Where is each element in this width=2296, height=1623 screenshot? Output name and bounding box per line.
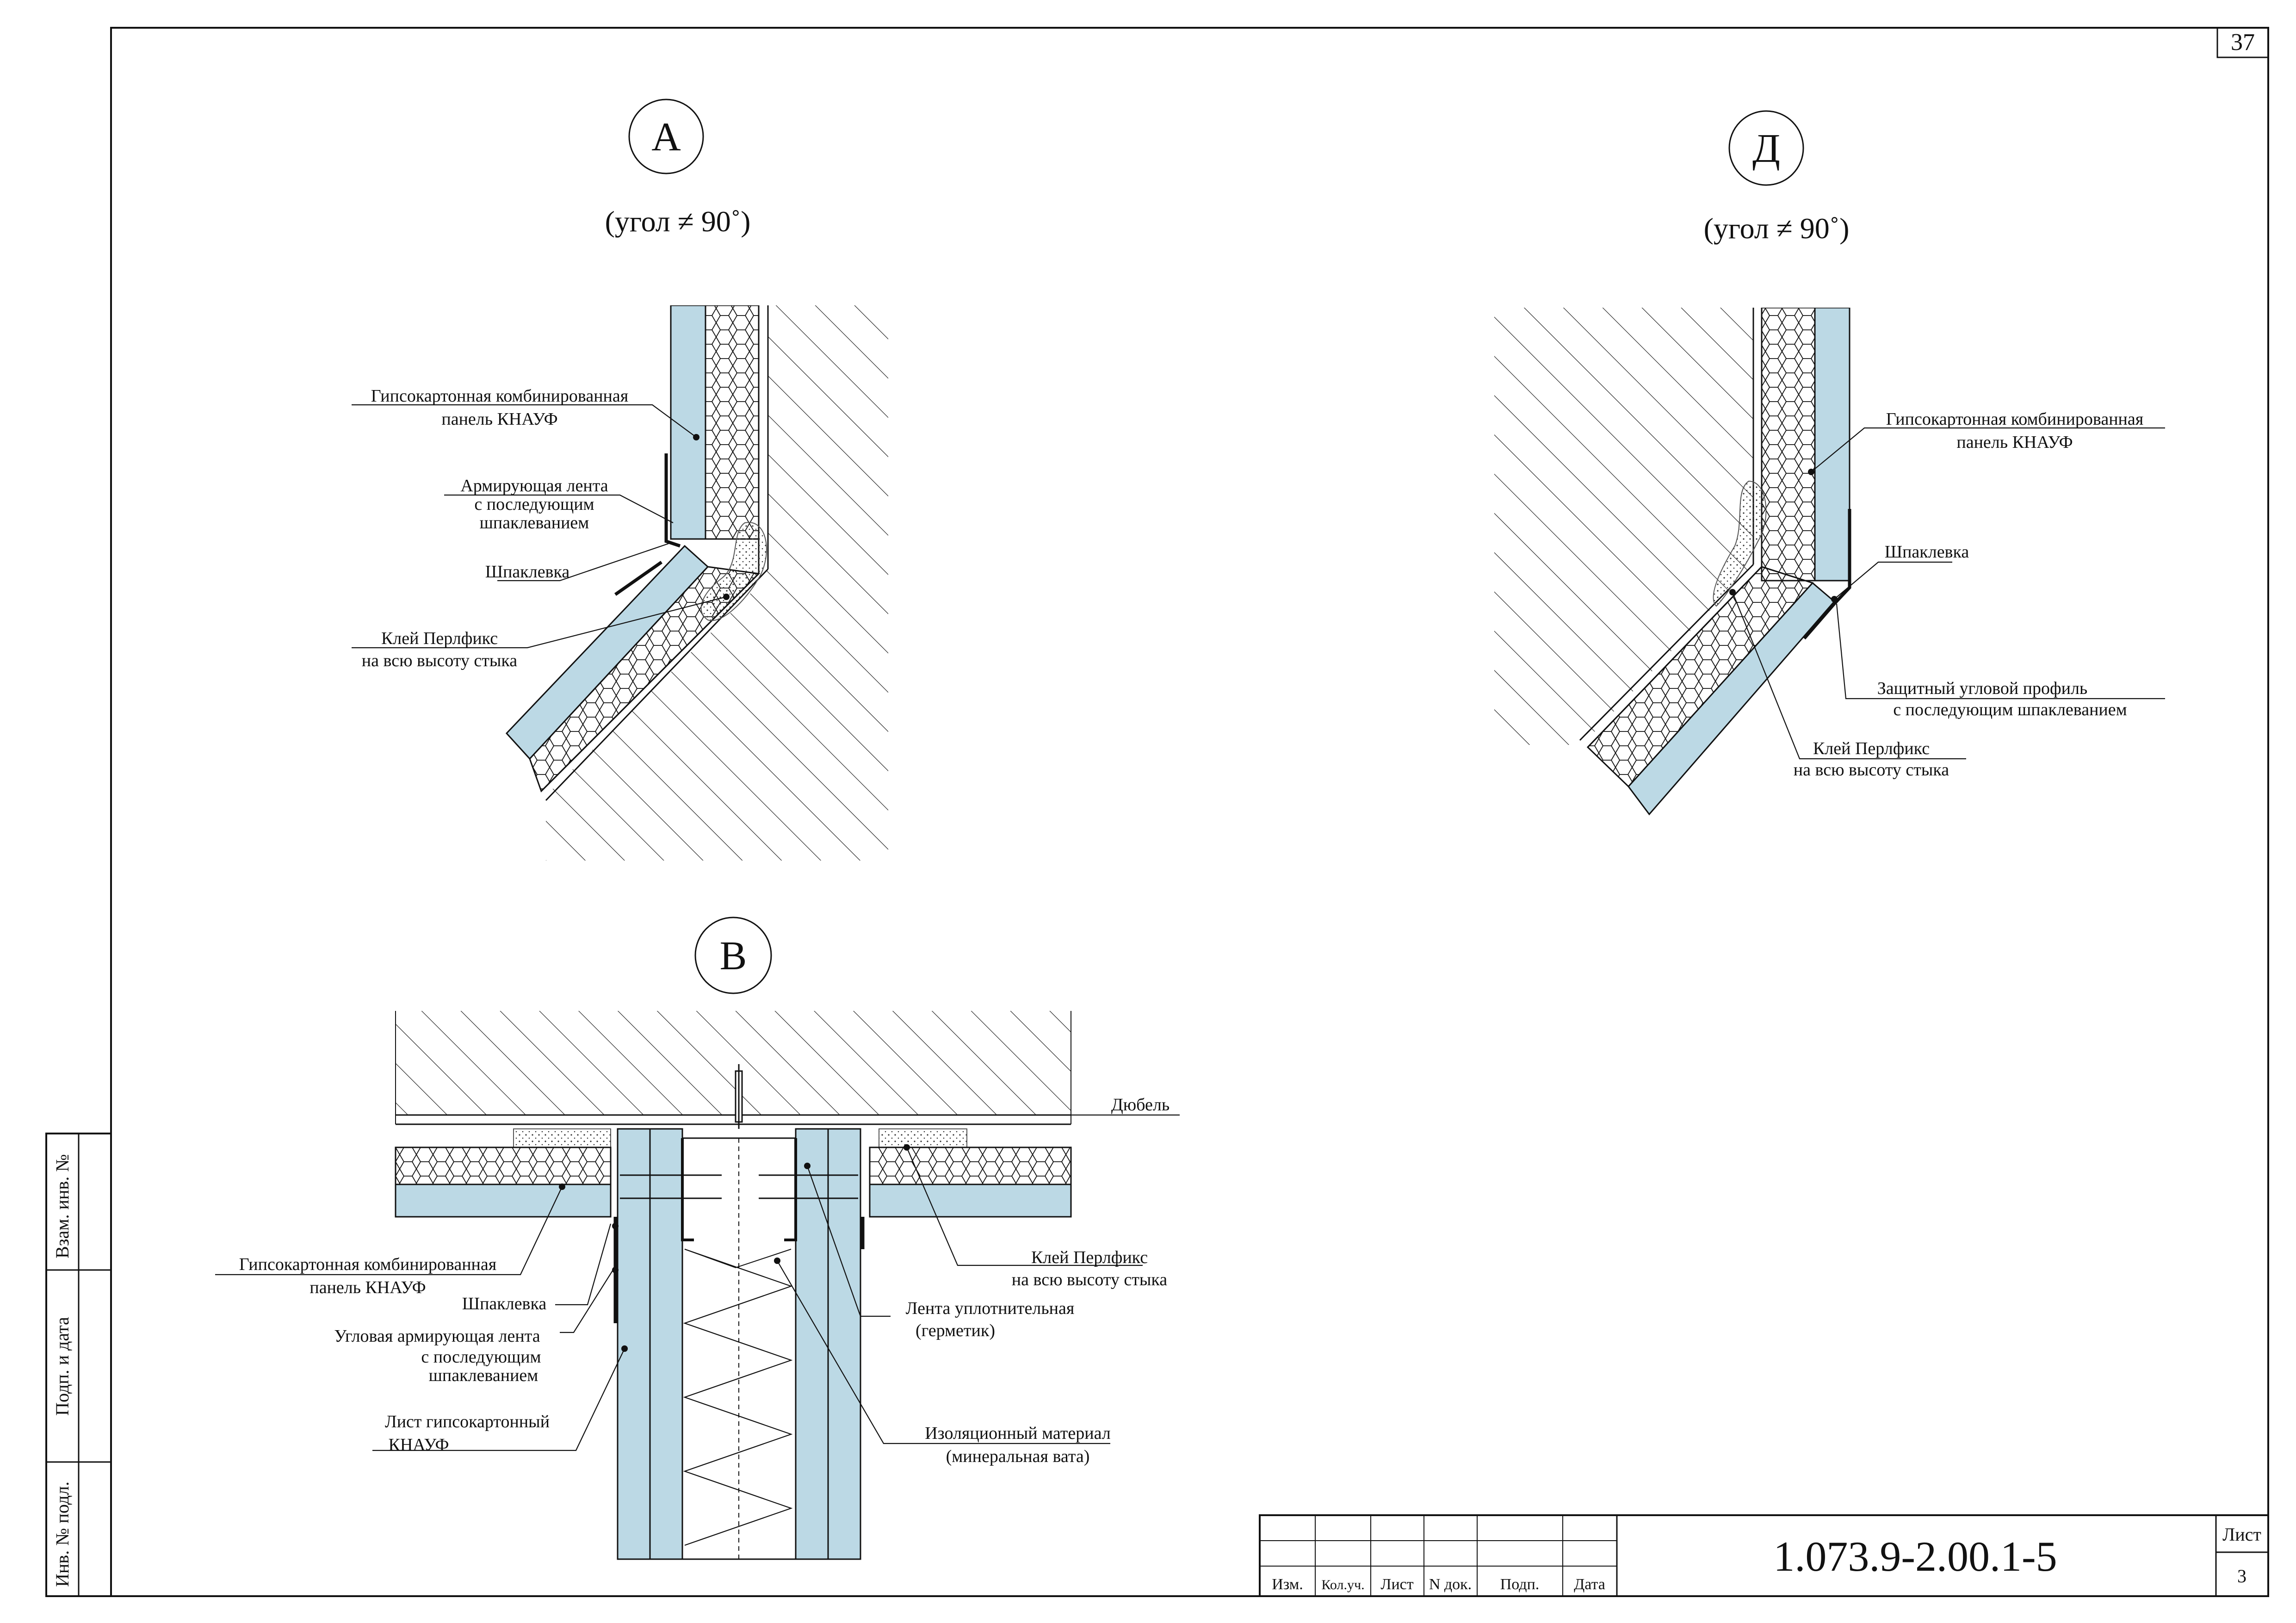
detail-a-mark: А	[651, 115, 681, 160]
stamp-col-list: Лист	[1380, 1576, 1413, 1593]
stamp-sheet-label: Лист	[2222, 1524, 2261, 1545]
detail-v-label-glue-1: Клей Перлфикс	[1031, 1248, 1148, 1267]
detail-d-label-glue-1: Клей Перлфикс	[1813, 739, 1930, 758]
detail-v-mark-circle	[694, 917, 772, 994]
detail-v-label-dowel: Дюбель	[1111, 1095, 1170, 1115]
stamp-sheet-number: 3	[2237, 1566, 2246, 1586]
detail-a-label-tape-2: с последующим	[474, 495, 594, 514]
stamp-col-ndok: N док.	[1429, 1576, 1472, 1593]
detail-v-label-panel-1: Гипсокартонная комбинированная	[239, 1255, 496, 1274]
detail-a	[352, 99, 888, 861]
detail-a-mark-circle	[628, 99, 704, 174]
detail-d-angle-note: (угол ≠ 90˚)	[1704, 212, 1850, 245]
detail-v-label-panel-2: панель КНАУФ	[309, 1278, 426, 1297]
detail-v-label-sheet-2: КНАУФ	[389, 1435, 449, 1455]
detail-d-label-putty: Шпаклевка	[1885, 542, 1969, 562]
title-block	[1259, 1514, 2269, 1597]
detail-a-label-tape-3: шпаклеванием	[480, 513, 589, 533]
detail-d-label-panel-2: панель КНАУФ	[1956, 433, 2073, 452]
detail-v-label-tape-2: с последующим	[421, 1347, 541, 1367]
detail-v-label-seal-2: (герметик)	[916, 1321, 995, 1340]
detail-d-label-glue-2: на всю высоту стыка	[1794, 760, 1949, 780]
detail-a-angle-note: (угол ≠ 90˚)	[605, 205, 751, 238]
detail-v-label-glue-2: на всю высоту стыка	[1012, 1270, 1168, 1289]
detail-a-label-panel-2: панель КНАУФ	[441, 409, 557, 429]
detail-d-mark-circle	[1728, 110, 1804, 186]
stamp-col-kol: Кол.уч.	[1321, 1577, 1364, 1592]
detail-v-label-seal-1: Лента уплотнительная	[906, 1299, 1075, 1318]
detail-v-label-insul-2: (минеральная вата)	[946, 1447, 1090, 1466]
detail-v-label-putty: Шпаклевка	[462, 1294, 547, 1313]
detail-a-label-putty: Шпаклевка	[485, 562, 570, 582]
document-designation: 1.073.9-2.00.1-5	[1773, 1533, 2057, 1580]
detail-v-label-insul-1: Изоляционный материал	[925, 1424, 1111, 1443]
detail-d-label-profile-1: Защитный угловой профиль	[1877, 679, 2088, 698]
detail-d-label-profile-2: с последующим шпаклеванием	[1893, 700, 2127, 719]
stamp-col-data: Дата	[1574, 1576, 1605, 1593]
page-number: 37	[2231, 29, 2255, 56]
detail-d-mark: Д	[1752, 126, 1780, 171]
side-stamp-podp: Подп. и дата	[52, 1317, 73, 1416]
side-stamp-inv: Инв. № подл.	[52, 1481, 73, 1587]
detail-v-mark-text: В	[720, 934, 747, 979]
side-stamp-vzam: Взам. инв. №	[52, 1154, 73, 1258]
sheet-frame	[45, 27, 2269, 1597]
detail-a-label-tape-1: Армирующая лента	[460, 476, 608, 496]
detail-v-label-tape-1: Угловая армирующая лента	[334, 1326, 540, 1346]
detail-d-label-panel-1: Гипсокартонная комбинированная	[1886, 409, 2143, 429]
detail-v-label-sheet-1: Лист гипсокартонный	[385, 1412, 550, 1431]
detail-v-label-tape-3: шпаклеванием	[429, 1366, 538, 1385]
detail-a-label-panel-1: Гипсокартонная комбинированная	[371, 386, 628, 406]
detail-a-label-glue-1: Клей Перлфикс	[381, 629, 498, 648]
detail-a-label-glue-2: на всю высоту стыка	[362, 651, 518, 670]
detail-v	[215, 917, 1180, 1560]
detail-d	[1494, 110, 2165, 816]
stamp-col-podp: Подп.	[1500, 1576, 1540, 1593]
stamp-col-izm: Изм.	[1272, 1576, 1303, 1593]
